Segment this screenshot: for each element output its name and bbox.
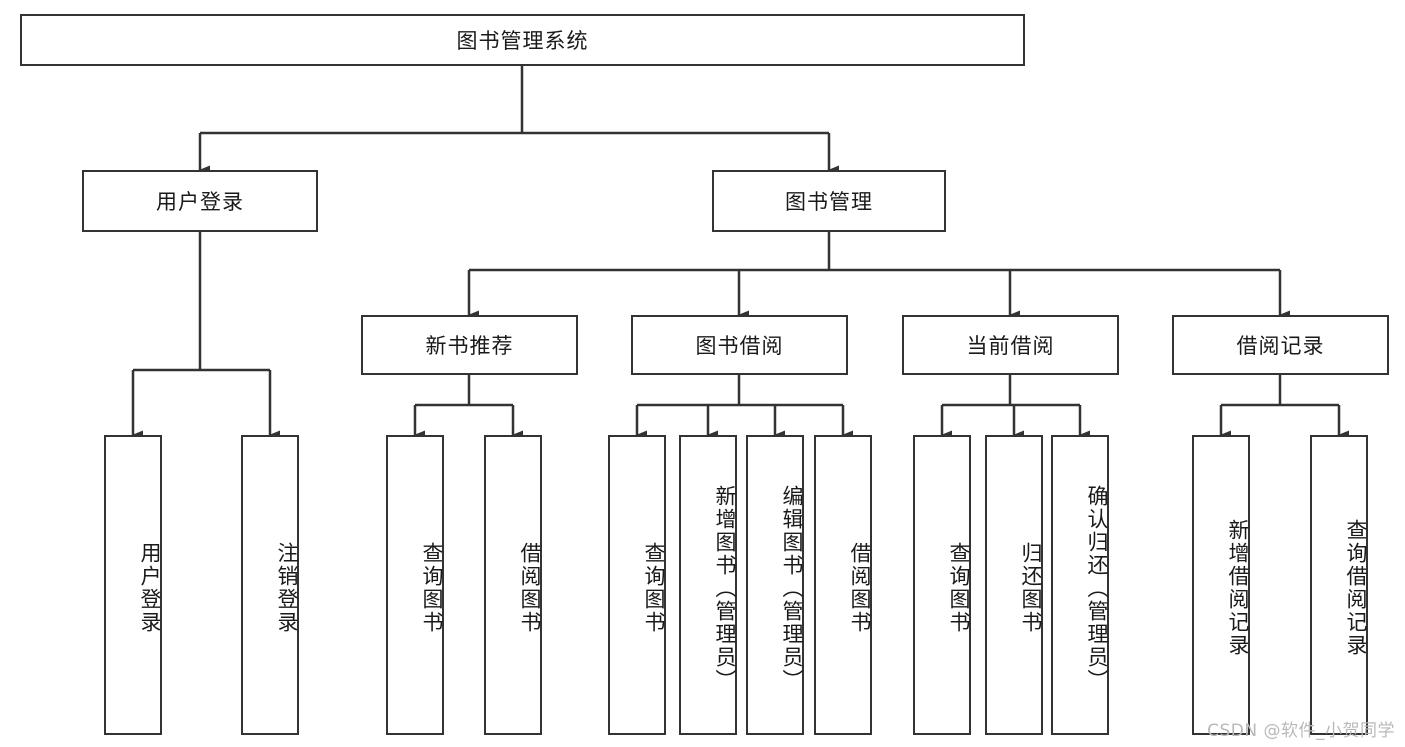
node-leaf-add-book[interactable]: 新增图书（管理员） [679,435,737,735]
node-label: 图书借阅 [695,334,784,358]
node-label: 查询借阅记录 [1344,519,1368,657]
node-label: 查询图书 [420,542,444,634]
node-leaf-logout[interactable]: 注销登录 [241,435,299,735]
node-label: 查询图书 [642,542,666,634]
watermark-label: CSDN @软件_小贺同学 [1207,721,1395,741]
node-label: 图书管理 [785,190,873,214]
node-leaf-borrow-book-rec[interactable]: 借阅图书 [484,435,542,735]
node-label: 查询图书 [947,542,971,634]
node-label: 用户登录 [138,542,162,634]
node-user-login[interactable]: 用户登录 [82,170,318,232]
node-label: 新书推荐 [425,334,514,358]
node-leaf-return-book[interactable]: 归还图书 [985,435,1043,735]
node-current-borrow[interactable]: 当前借阅 [902,315,1119,375]
node-label: 借阅图书 [848,542,872,634]
node-new-book-recommend[interactable]: 新书推荐 [361,315,578,375]
node-leaf-query-book-rec[interactable]: 查询图书 [386,435,444,735]
node-root[interactable]: 图书管理系统 [20,14,1025,66]
node-label: 借阅图书 [518,542,542,634]
node-book-borrow[interactable]: 图书借阅 [631,315,848,375]
node-leaf-edit-book[interactable]: 编辑图书（管理员） [746,435,804,735]
node-label: 编辑图书（管理员） [780,484,804,692]
node-label: 归还图书 [1019,542,1043,634]
node-leaf-user-login[interactable]: 用户登录 [104,435,162,735]
node-label: 当前借阅 [966,334,1055,358]
node-borrow-record[interactable]: 借阅记录 [1172,315,1389,375]
node-label: 注销登录 [275,542,299,634]
node-leaf-query-record[interactable]: 查询借阅记录 [1310,435,1368,735]
connector-lines [131,66,1349,440]
node-label: 借阅记录 [1236,334,1325,358]
node-label: 图书管理系统 [456,29,589,53]
node-leaf-borrow-book[interactable]: 借阅图书 [814,435,872,735]
node-label: 用户登录 [156,190,244,214]
node-label: 新增借阅记录 [1226,519,1250,657]
node-leaf-query-book-borrow[interactable]: 查询图书 [608,435,666,735]
node-leaf-confirm-return[interactable]: 确认归还（管理员） [1051,435,1109,735]
node-label: 新增图书（管理员） [713,484,737,692]
node-book-manage[interactable]: 图书管理 [712,170,946,232]
node-leaf-add-record[interactable]: 新增借阅记录 [1192,435,1250,735]
node-label: 确认归还（管理员） [1085,484,1109,692]
node-leaf-query-book-cur[interactable]: 查询图书 [913,435,971,735]
